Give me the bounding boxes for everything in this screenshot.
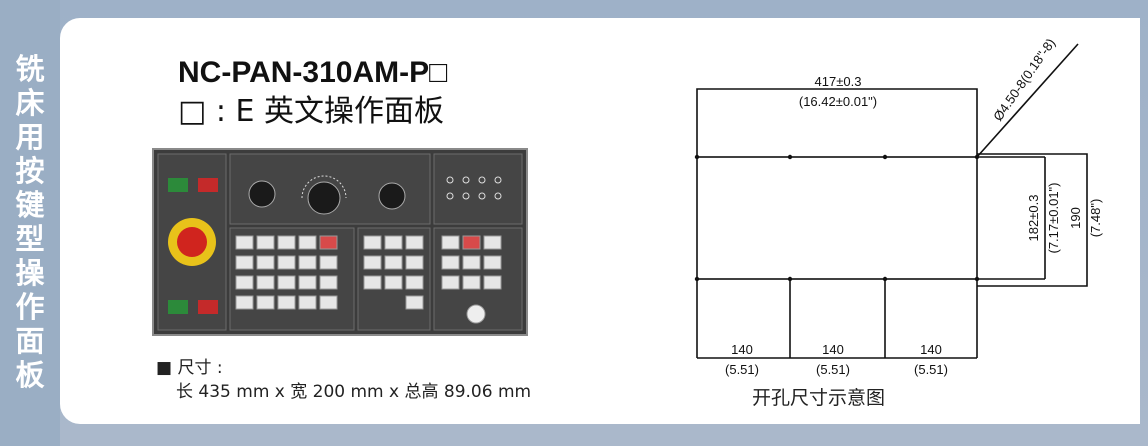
outer-height-mm-label: 190 xyxy=(1068,207,1083,229)
width-mm-label: 417±0.3 xyxy=(815,74,862,89)
inner-height-mm-label: 182±0.3 xyxy=(1026,195,1041,242)
key-grid-right xyxy=(441,235,502,290)
key-grid-middle xyxy=(363,235,424,310)
spec-value: 长 435 mm x 宽 200 mm x 总高 89.06 mm xyxy=(176,382,532,402)
hole-leader-line xyxy=(976,43,1079,158)
operator-panel-drawing xyxy=(157,153,523,331)
hole-label: Ø4.50-8(0.18"-8) xyxy=(990,36,1058,124)
operator-panel-image xyxy=(152,148,528,336)
product-subtitle: □ : E 英文操作面板 xyxy=(178,94,445,129)
spacing-mm-label: 140 xyxy=(731,342,753,357)
knob-icon xyxy=(378,182,406,210)
diagram-caption: 开孔尺寸示意图 xyxy=(752,387,886,409)
cutout-rect xyxy=(696,156,978,280)
spacing-mm-label: 140 xyxy=(920,342,942,357)
green-button-icon xyxy=(168,178,188,192)
spec-label: ■ 尺寸 : xyxy=(156,358,223,378)
inner-height-in-label: (7.17±0.01") xyxy=(1046,182,1061,253)
red-button-icon xyxy=(198,178,218,192)
outer-height-box xyxy=(977,153,1088,287)
knob-icon xyxy=(307,181,341,215)
width-in-label: (16.42±0.01") xyxy=(799,94,877,109)
spacing-mm-label: 140 xyxy=(822,342,844,357)
spacing-in-label: (5.51) xyxy=(914,362,948,377)
key-switch-icon xyxy=(466,304,486,324)
side-tab xyxy=(0,0,60,446)
knob-icon xyxy=(248,180,276,208)
spacing-in-label: (5.51) xyxy=(816,362,850,377)
spacing-in-label: (5.51) xyxy=(725,362,759,377)
outer-height-in-label: (7.48") xyxy=(1088,199,1103,238)
key-grid-left xyxy=(235,235,338,310)
width-dimension-box xyxy=(696,88,978,157)
side-title: 铣床用按键型操作面板 xyxy=(15,52,45,392)
product-title: NC-PAN-310AM-P□ xyxy=(178,56,448,89)
